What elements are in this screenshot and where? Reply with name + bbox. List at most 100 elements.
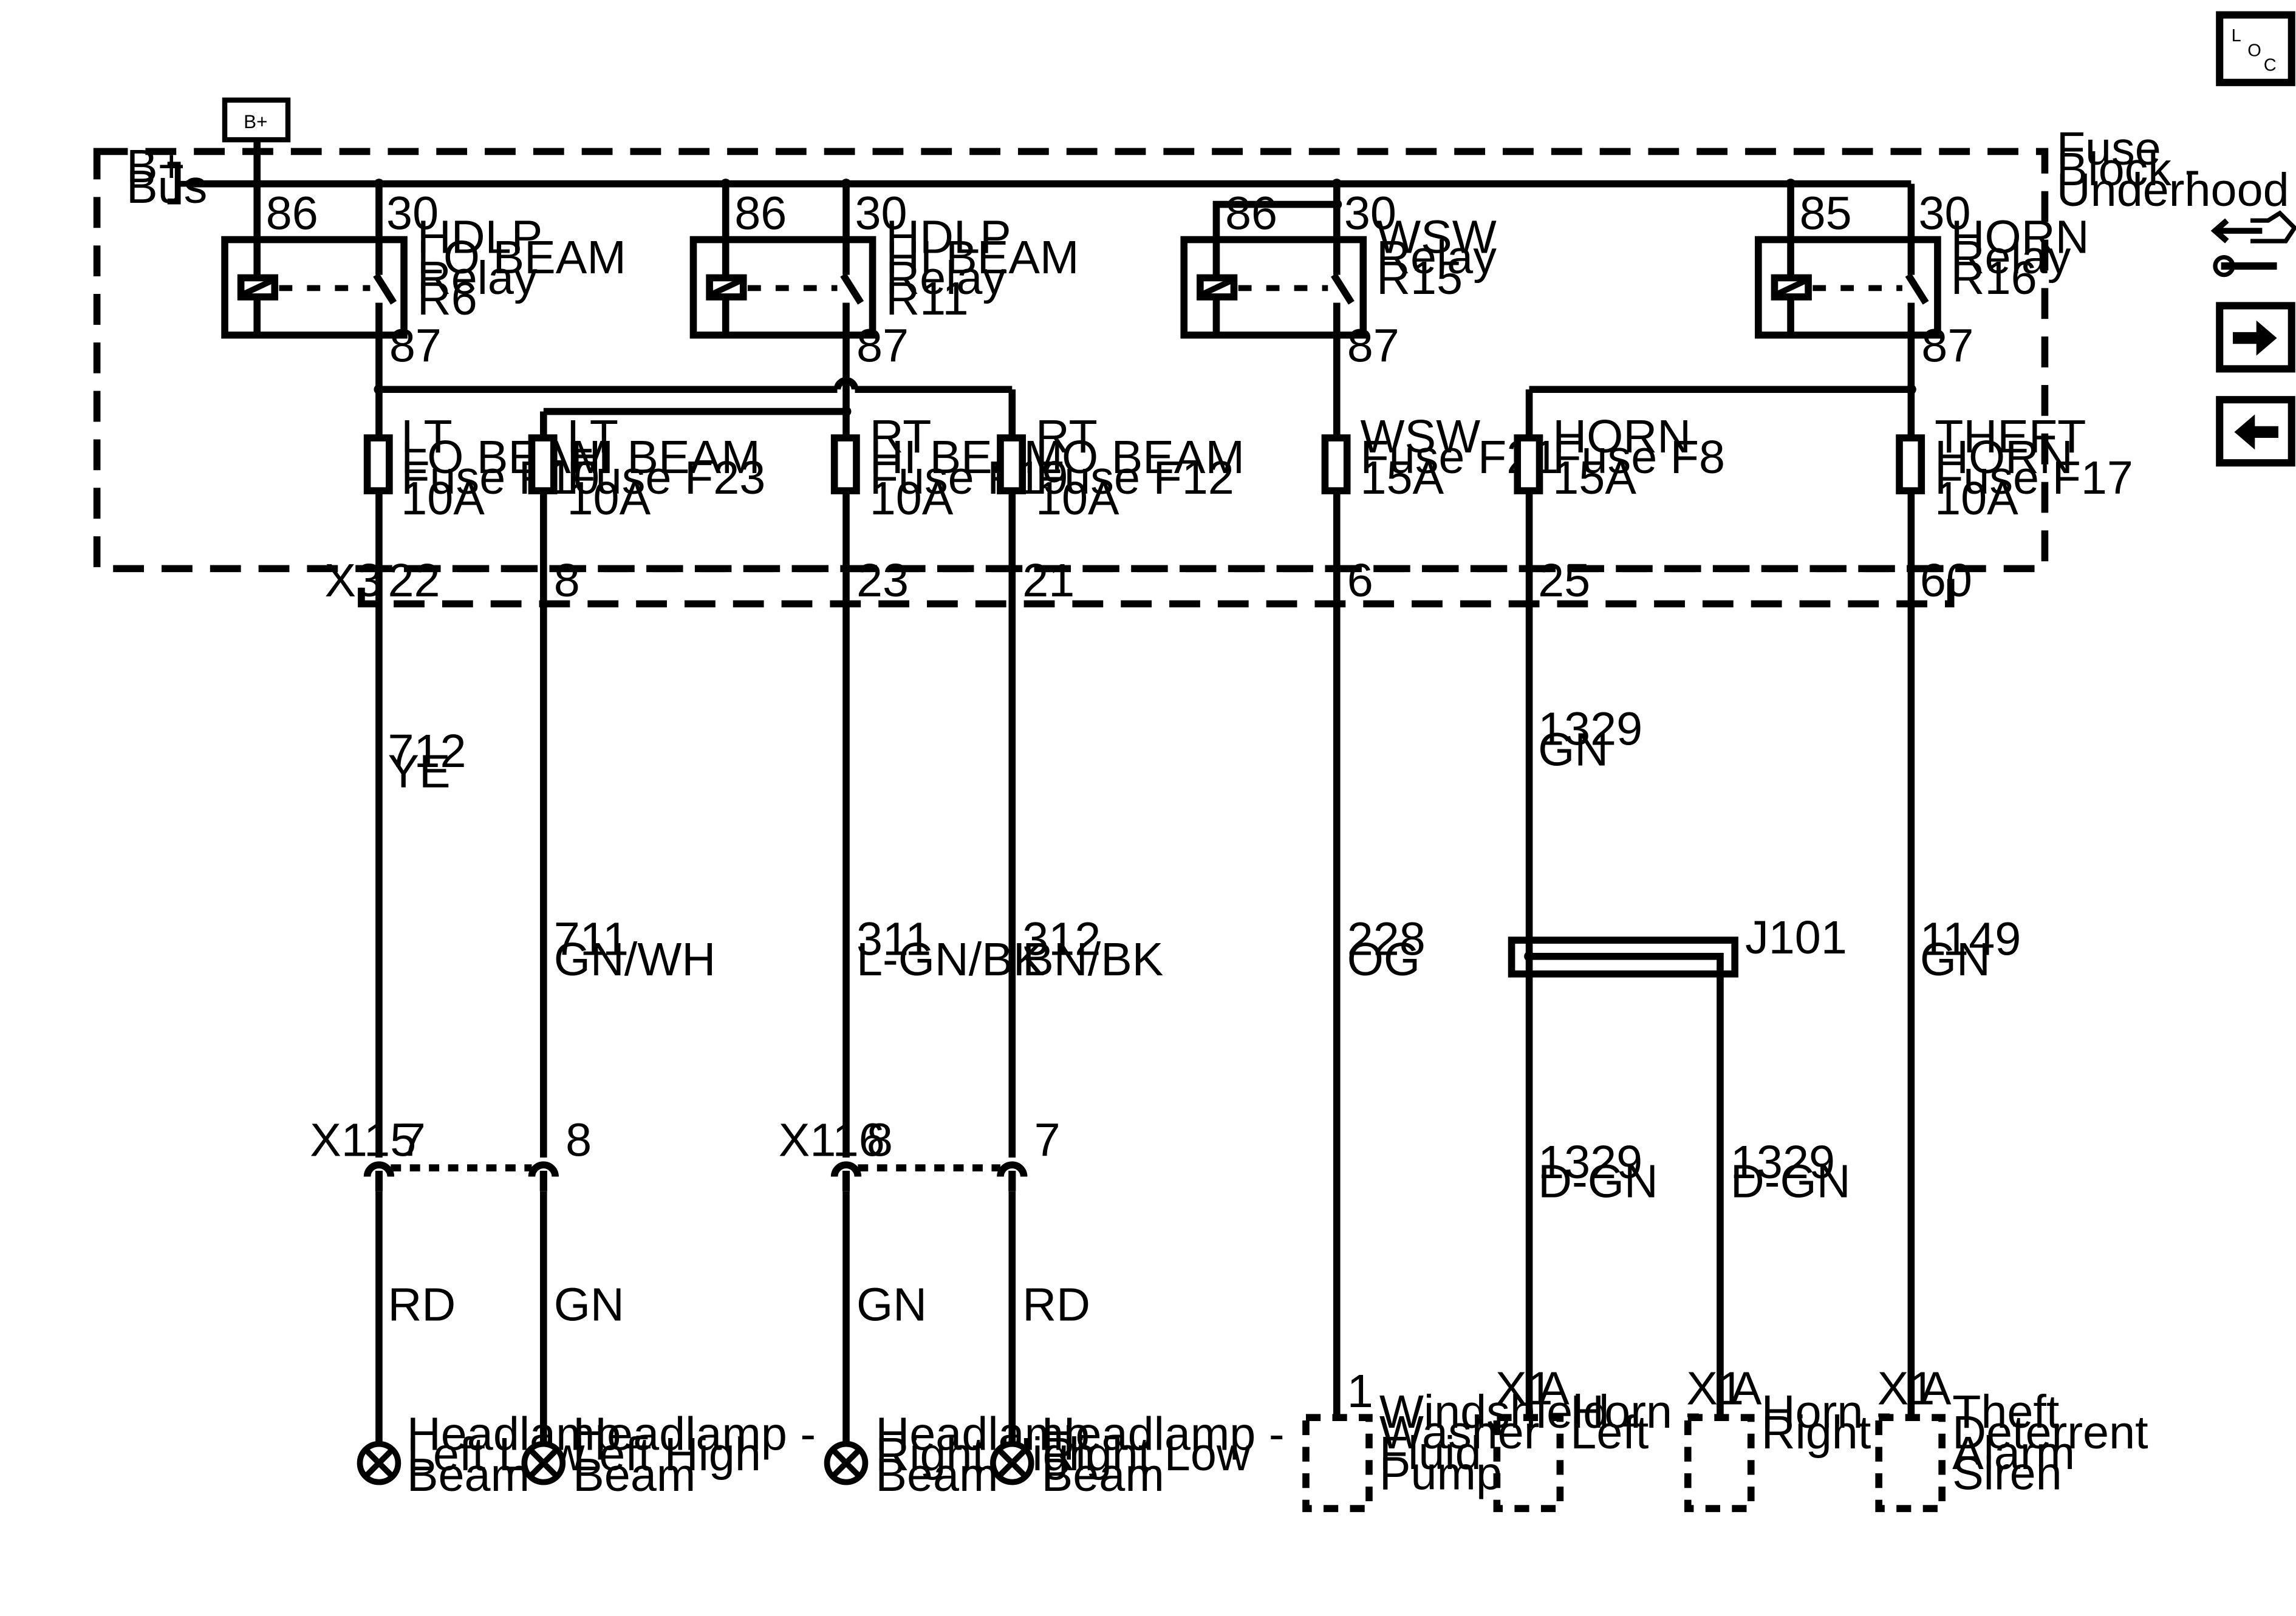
x3-pin-8: 8 — [554, 554, 580, 607]
wire-712-circuit: 712 — [388, 725, 466, 777]
fuse-f12-label-3: Fuse F12 — [1036, 452, 1234, 504]
wire-312-color: BN/BK — [1022, 933, 1163, 986]
wire-1329-right-circuit: 1329 — [1731, 1136, 1835, 1188]
horn-right-pin: A — [1731, 1362, 1762, 1414]
fuse-f17-label-1: THEFT — [1935, 411, 2086, 463]
washer-pump-label-4: Pump — [1379, 1448, 1502, 1500]
relay-r16-label-3: R16 — [1951, 252, 2037, 304]
wire-1329-circuit: 1329 — [1538, 703, 1642, 755]
siren-label-2: Deterrent — [1952, 1406, 2148, 1459]
relay-r15-label-2: Relay — [1376, 231, 1497, 284]
wire-311-circuit: 311 — [856, 913, 931, 965]
siren-pin: A — [1920, 1362, 1952, 1414]
relay-r6-label-2: LO BEAM — [417, 231, 626, 284]
theft-deterrent-alarm-siren: X1 A Theft Deterrent Alarm Siren — [1875, 1362, 2148, 1512]
fuse-f19-label-4: 10A — [870, 472, 954, 525]
wire-711-color: GN/WH — [554, 933, 716, 986]
relay-r6-label-4: R6 — [417, 273, 477, 325]
relay-r11-pin-86: 86 — [734, 188, 787, 240]
connector-tool-icon[interactable] — [2210, 210, 2296, 278]
relay-r16-pin-87: 87 — [1921, 319, 1973, 372]
fuse-f8-label-1: HORN — [1553, 411, 1691, 463]
relay-r16-label-1: HORN — [1951, 211, 2089, 263]
wire-1329-left-circuit: 1329 — [1538, 1136, 1642, 1188]
relay-r11-label-4: R11 — [886, 273, 968, 325]
relay-r15-pin-87: 87 — [1347, 319, 1399, 372]
horn-right-conn: X1 — [1686, 1362, 1744, 1414]
lamp-wire-color-3: GN — [856, 1279, 927, 1331]
headlamp-left-low-label-3: Beam — [407, 1449, 530, 1501]
washer-pump-label-2: Washer — [1379, 1406, 1540, 1459]
next-arrow-button[interactable] — [2216, 302, 2295, 373]
siren-label-4: Siren — [1952, 1448, 2062, 1500]
fuse-f12-label-4: 10A — [1036, 472, 1119, 525]
x115-pin-7: 7 — [400, 1114, 426, 1167]
relay-r6-label-3: Relay — [417, 252, 538, 304]
horn-left: X1 A Horn - Left — [1493, 1362, 1701, 1512]
horn-left-conn: X1 — [1495, 1362, 1553, 1414]
headlamp-left-high-label-3: Beam — [573, 1449, 695, 1501]
fuse-f12-label-1: RT — [1036, 411, 1098, 463]
relay-r15-pin-30: 30 — [1344, 188, 1396, 240]
back-arrow-button[interactable] — [2216, 396, 2295, 467]
wire-1329-left-color: D-GN — [1538, 1155, 1658, 1207]
horn-left-label-2: Left — [1570, 1406, 1649, 1459]
relay-hdlp-hi-beam: 86 30 87 HDLP HI BEAM Relay R11 — [689, 183, 1079, 372]
connector-x115-label: X115 — [310, 1114, 416, 1167]
wire-1329-right-color: D-GN — [1731, 1155, 1851, 1207]
x116-pin-8: 8 — [867, 1114, 893, 1167]
x3-pin-60: 60 — [1920, 554, 1972, 607]
splice-j101: J101 — [1508, 912, 1847, 1418]
fuse-f8-label-3: 15A — [1553, 452, 1636, 504]
x3-pin-6: 6 — [1347, 554, 1373, 607]
headlamp-left-high-label-1: Headlamp - — [573, 1408, 816, 1460]
wire-711-circuit: 711 — [554, 913, 629, 965]
lamp-wire-color-1: RD — [388, 1279, 456, 1331]
relay-r11-pin-87: 87 — [856, 319, 909, 372]
wire-312-circuit: 312 — [1022, 913, 1101, 965]
relay-r16-pin-30: 30 — [1918, 188, 1970, 240]
fuse-f12: RT LO BEAM Fuse F12 10A — [997, 411, 1245, 525]
siren-label-1: Theft — [1952, 1386, 2059, 1438]
horn-right: X1 A Horn - Right — [1684, 1362, 1892, 1512]
lamp-wire-color-2: GN — [554, 1279, 624, 1331]
siren-conn: X1 — [1877, 1362, 1935, 1414]
relay-r6-pin-86: 86 — [266, 188, 318, 240]
relay-r15-label-1: WSW — [1376, 211, 1497, 263]
x3-pin-22: 22 — [388, 554, 440, 607]
headlamp-right-low-label-1: Headlamp - — [1042, 1408, 1285, 1460]
fuse-f23-label-1: LT — [567, 411, 619, 463]
fuse-f12-label-2: LO BEAM — [1036, 431, 1245, 483]
fuse-f17: THEFT HORN Fuse F17 10A — [1896, 411, 2133, 525]
x115-pin-8: 8 — [565, 1114, 592, 1167]
fuse-f10-label-3: Fuse F10 — [401, 452, 600, 504]
fuse-f21-label-3: 15A — [1360, 452, 1444, 504]
loc-letter-o: O — [2247, 41, 2261, 60]
headlamp-right-low-label-3: Beam — [1042, 1449, 1164, 1501]
wire-1149-color: GN — [1920, 933, 1990, 986]
headlamp-right-high-label-3: Beam — [875, 1449, 998, 1501]
x3-pin-23: 23 — [856, 554, 909, 607]
relay-horn: 85 30 87 HORN Relay R16 — [1755, 183, 2089, 372]
fuse-f19-label-2: HI BEAM — [870, 431, 1063, 483]
relay-r15-label-3: R15 — [1376, 252, 1463, 304]
relay-hdlp-lo-beam: 86 30 87 HDLP LO BEAM Relay R6 — [221, 183, 626, 372]
relay-r11-label-2: HI BEAM — [886, 231, 1079, 284]
fuse-block-label-2: Block - — [2057, 143, 2200, 196]
lamp-wire-color-4: RD — [1022, 1279, 1090, 1331]
bplus-label: B+ — [244, 111, 267, 132]
fuse-f23-label-2: HI BEAM — [567, 431, 760, 483]
connector-x115: X115 7 8 — [310, 1114, 592, 1192]
fuse-f19-label-3: Fuse F19 — [870, 452, 1068, 504]
connector-x116-label: X116 — [779, 1114, 885, 1167]
wire-228-circuit: 228 — [1347, 913, 1426, 965]
headlamp-right-high-label-2: Right High — [875, 1428, 1095, 1481]
fuse-f17-label-4: 10A — [1935, 472, 2018, 525]
relay-r11-label-3: Relay — [886, 252, 1006, 304]
fuse-f10: LT LO BEAM Fuse F10 10A — [363, 411, 610, 525]
fuse-f17-label-2: HORN — [1935, 431, 2073, 483]
loc-button[interactable]: L O C — [2216, 11, 2295, 86]
relay-r6-pin-87: 87 — [389, 319, 442, 372]
siren-label-3: Alarm — [1952, 1427, 2075, 1479]
